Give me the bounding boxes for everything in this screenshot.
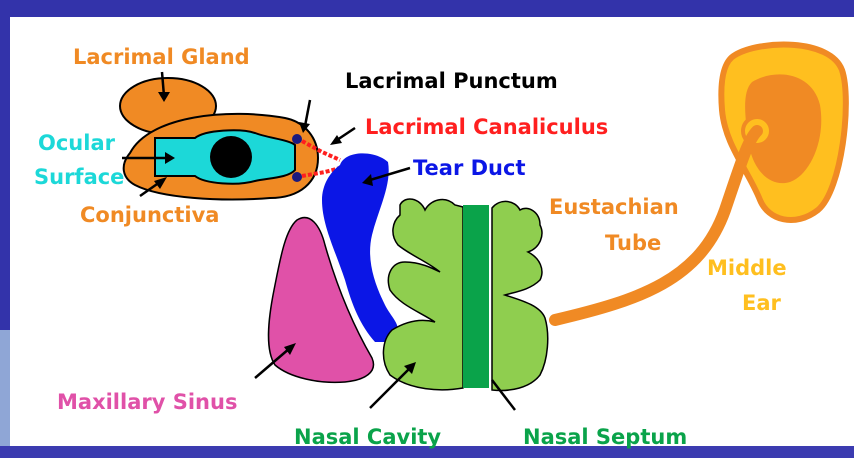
- label-ear: Ear: [742, 291, 782, 315]
- label-eustachian: Eustachian: [549, 195, 679, 219]
- nasal-septum-shape: [463, 205, 489, 388]
- nasal-cavity-right: [492, 201, 548, 390]
- label-conjunctiva: Conjunctiva: [80, 203, 219, 227]
- label-ocular: Ocular: [38, 131, 116, 155]
- label-tube: Tube: [605, 231, 661, 255]
- label-middle: Middle: [707, 256, 787, 280]
- eustachian-tube: [555, 131, 757, 320]
- label-lacrimal-gland: Lacrimal Gland: [73, 45, 250, 69]
- middle-ear: [721, 45, 846, 220]
- nasal-cavity-left: [383, 199, 463, 390]
- label-tear-duct: Tear Duct: [413, 156, 526, 180]
- label-maxillary-sinus: Maxillary Sinus: [57, 390, 237, 414]
- label-nasal-cavity: Nasal Cavity: [294, 425, 441, 449]
- label-lacrimal-punctum: Lacrimal Punctum: [345, 69, 558, 93]
- label-nasal-septum: Nasal Septum: [523, 425, 687, 449]
- label-surface: Surface: [34, 165, 124, 189]
- label-lacrimal-canaliculus: Lacrimal Canaliculus: [365, 115, 608, 139]
